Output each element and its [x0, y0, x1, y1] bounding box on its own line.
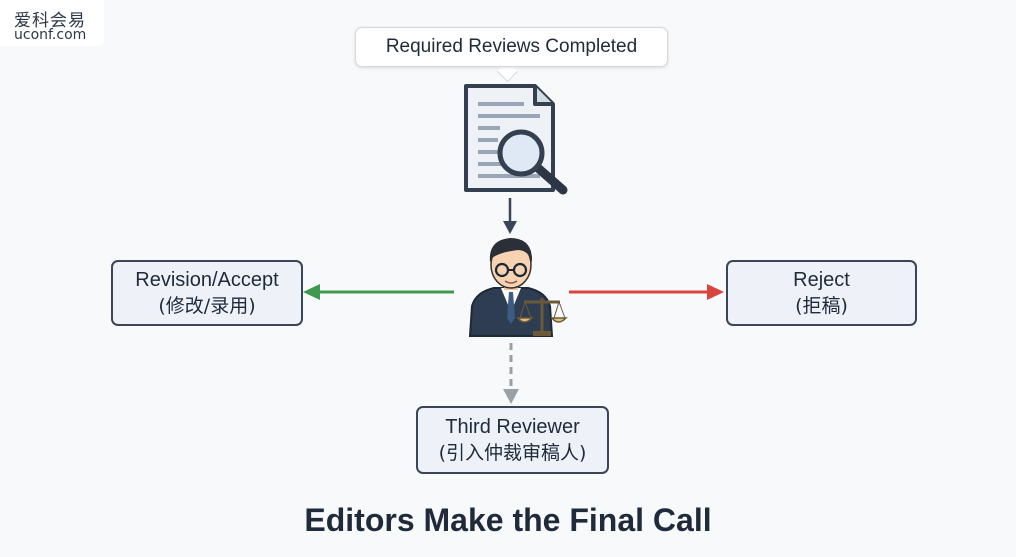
revision-accept-chinese: (修改/录用)	[158, 295, 256, 317]
watermark: 爱科会易 uconf.com	[0, 0, 104, 46]
revision-accept-box: Revision/Accept (修改/录用)	[111, 260, 303, 326]
callout-label: Required Reviews Completed	[385, 36, 638, 57]
reject-box: Reject (拒稿)	[726, 260, 917, 326]
editor-with-scales-icon	[468, 238, 568, 337]
required-reviews-callout: Required Reviews Completed	[355, 27, 668, 67]
watermark-url: uconf.com	[14, 27, 87, 43]
third-reviewer-arrow	[503, 343, 519, 404]
revision-accept-label: Revision/Accept	[135, 269, 279, 291]
third-reviewer-label: Third Reviewer	[445, 416, 580, 438]
reject-chinese: (拒稿)	[795, 295, 848, 317]
diagram-title: Editors Make the Final Call	[304, 502, 712, 538]
document-magnifier-icon	[464, 84, 568, 195]
reject-arrow	[569, 284, 724, 300]
arrow-to-editor	[503, 198, 517, 234]
accept-arrow	[303, 284, 454, 300]
third-reviewer-chinese: (引入仲裁审稿人)	[438, 442, 587, 464]
watermark-chinese: 爱科会易	[14, 11, 86, 31]
third-reviewer-box: Third Reviewer (引入仲裁审稿人)	[416, 406, 609, 474]
reject-label: Reject	[793, 269, 850, 291]
